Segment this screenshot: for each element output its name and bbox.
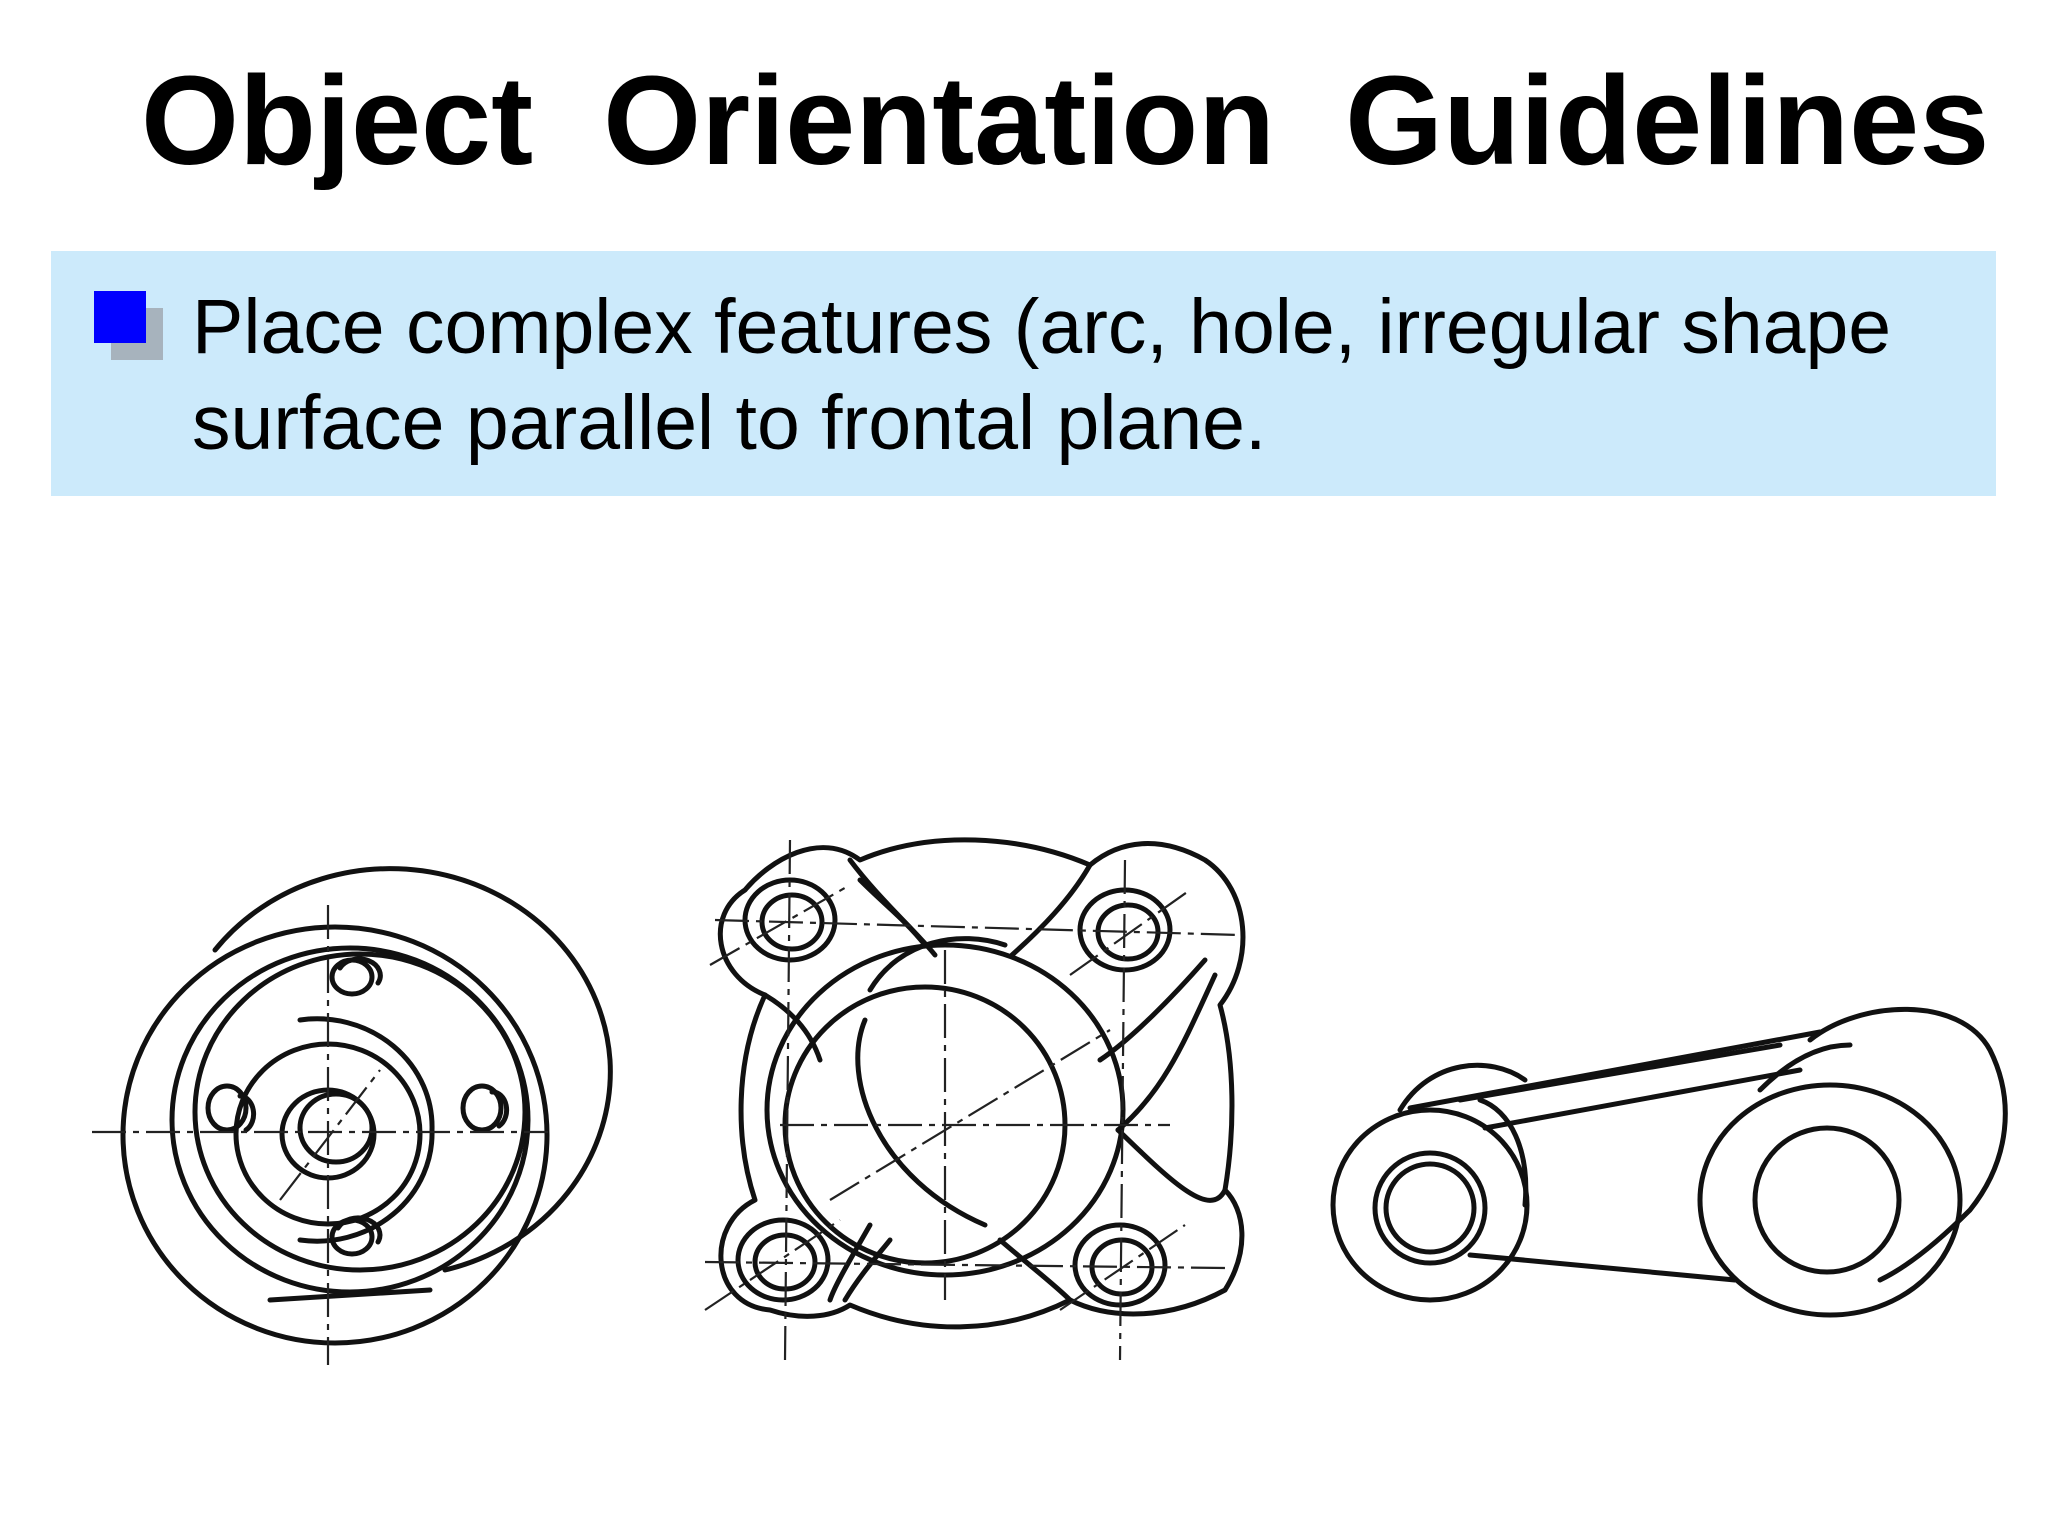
bullet-line-2: surface parallel to frontal plane. (192, 380, 1267, 466)
bullet-line-1: Place complex features (arc, hole, irreg… (192, 284, 1892, 370)
slide-title: Object Orientation Guidelines (141, 50, 1990, 191)
bullet-text: Place complex features (arc, hole, irreg… (192, 279, 1992, 471)
bullet-box: Place complex features (arc, hole, irreg… (51, 251, 1996, 496)
cylinder-hub-drawing (92, 866, 613, 1365)
bullet-square-icon (94, 291, 163, 360)
flange-plate-drawing (704, 837, 1246, 1361)
link-arm-drawing (1330, 1006, 2008, 1318)
